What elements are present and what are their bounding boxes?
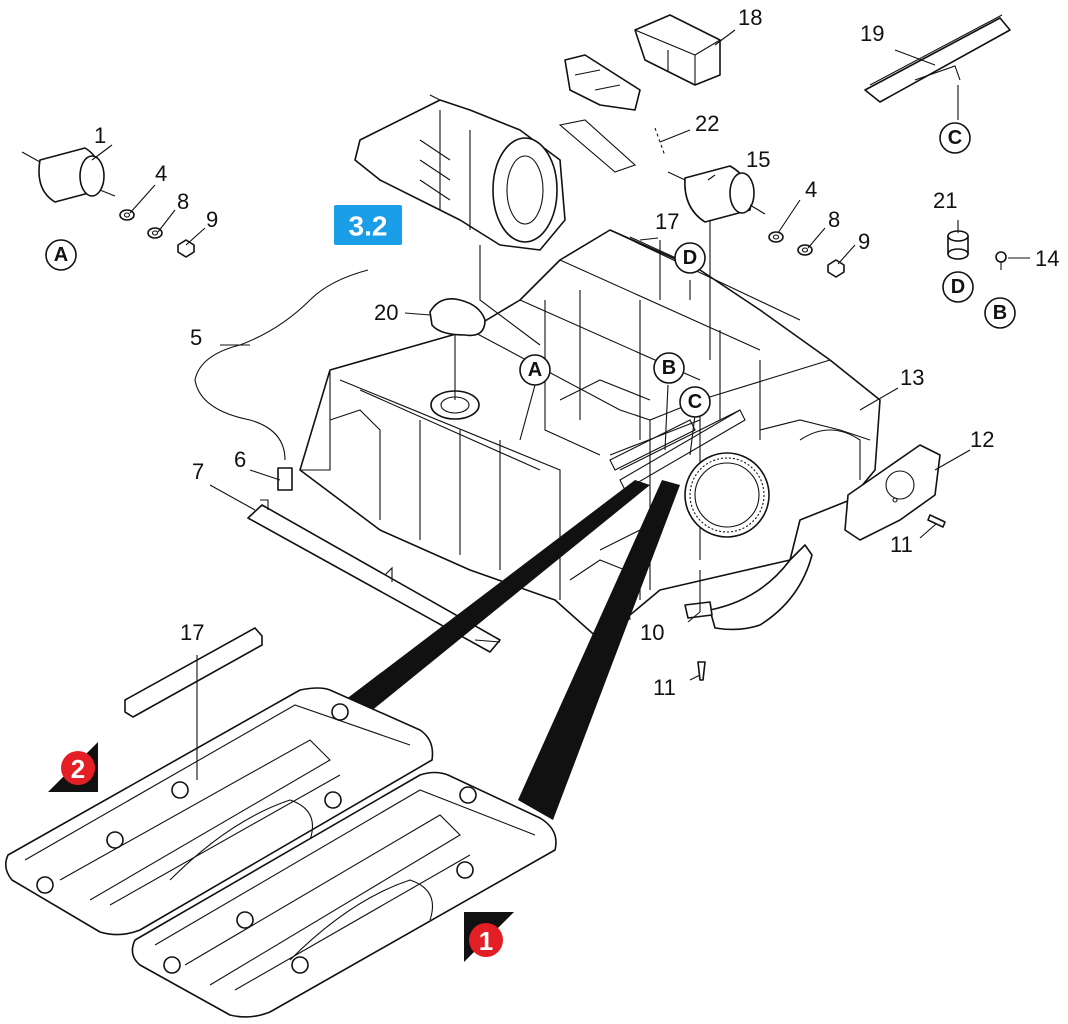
svg-text:D: D [683,247,697,269]
motor-fan-assembly [354,94,566,251]
leader-lines [91,29,1030,780]
detail-2-callout-wedge [345,480,650,712]
part-18-block [634,14,721,86]
ref-circle-a-left: A [45,239,77,271]
svg-text:B: B [662,357,676,379]
svg-text:C: C [688,391,702,413]
part-number-labels: 1 4 8 9 5 6 7 20 17 15 4 8 9 18 22 19 21… [94,5,1059,700]
detail-view-1 [131,771,557,1018]
fastener-set-a [119,209,195,258]
detail-marker-1[interactable]: 1 [464,912,514,962]
part-12-plate [844,444,941,541]
svg-text:D: D [951,276,965,298]
part-11-screw-a [927,514,946,528]
label-part-8b: 8 [828,207,840,232]
label-part-8a: 8 [177,189,189,214]
label-part-11a: 11 [890,532,913,557]
part-17-pin [629,236,677,259]
part-19-bar [864,14,1011,103]
part-11-screw-b [697,661,706,681]
ref-circle-d-right: D [942,271,974,303]
ref-circle-c-right: C [939,122,971,154]
main-housing [299,229,881,641]
label-part-20: 20 [374,300,398,325]
part-10-bracket [684,544,813,631]
label-part-4a: 4 [155,161,167,186]
detail-view-2 [4,687,434,936]
part-6-connector [277,467,293,491]
fastener-set-b [768,231,845,278]
label-part-21: 21 [933,188,957,213]
reference-markers: A A B B C C D D [45,122,1016,418]
label-part-19: 19 [860,21,884,46]
label-part-17-top: 17 [655,209,679,234]
label-part-7: 7 [192,459,204,484]
label-part-14: 14 [1035,246,1059,271]
svg-text:C: C [948,127,962,149]
label-part-12: 12 [970,427,994,452]
detail-marker-2-label: 2 [71,754,85,784]
label-part-1: 1 [94,123,106,148]
label-part-11b: 11 [653,675,676,700]
label-part-9b: 9 [858,229,870,254]
label-part-22: 22 [695,111,719,136]
ref-circle-a-housing: A [519,354,551,386]
label-part-6: 6 [234,447,246,472]
label-part-10: 10 [640,620,664,645]
svg-text:A: A [54,244,68,266]
part-14-knob [995,251,1007,270]
ref-circle-b-housing: B [653,352,685,384]
part-7-rail [247,499,501,653]
part-15-cylinder [667,165,766,223]
ref-circle-c-housing: C [679,386,711,418]
part-21-cap [947,230,969,260]
ref-circle-d-housing: D [674,242,706,274]
part-22-clips [558,54,666,173]
part-5-hose [194,269,369,461]
ref-circle-b-right: B [984,297,1016,329]
part-17-bar-detail [124,627,263,718]
label-part-5: 5 [190,325,202,350]
detail-1-callout-wedge [518,480,680,820]
svg-text:A: A [528,359,542,381]
label-part-4b: 4 [805,177,817,202]
section-badge-label: 3.2 [349,211,388,242]
section-badge-3-2[interactable]: 3.2 [334,205,402,245]
detail-marker-2[interactable]: 2 [48,742,98,792]
part-20-pad [429,298,486,337]
label-part-15: 15 [746,147,770,172]
part-1-cylinder [21,147,116,203]
label-part-9a: 9 [206,207,218,232]
detail-marker-1-label: 1 [479,926,493,956]
label-part-18: 18 [738,5,762,30]
label-part-17-bottom: 17 [180,620,204,645]
svg-text:B: B [993,302,1007,324]
label-part-13: 13 [900,365,924,390]
